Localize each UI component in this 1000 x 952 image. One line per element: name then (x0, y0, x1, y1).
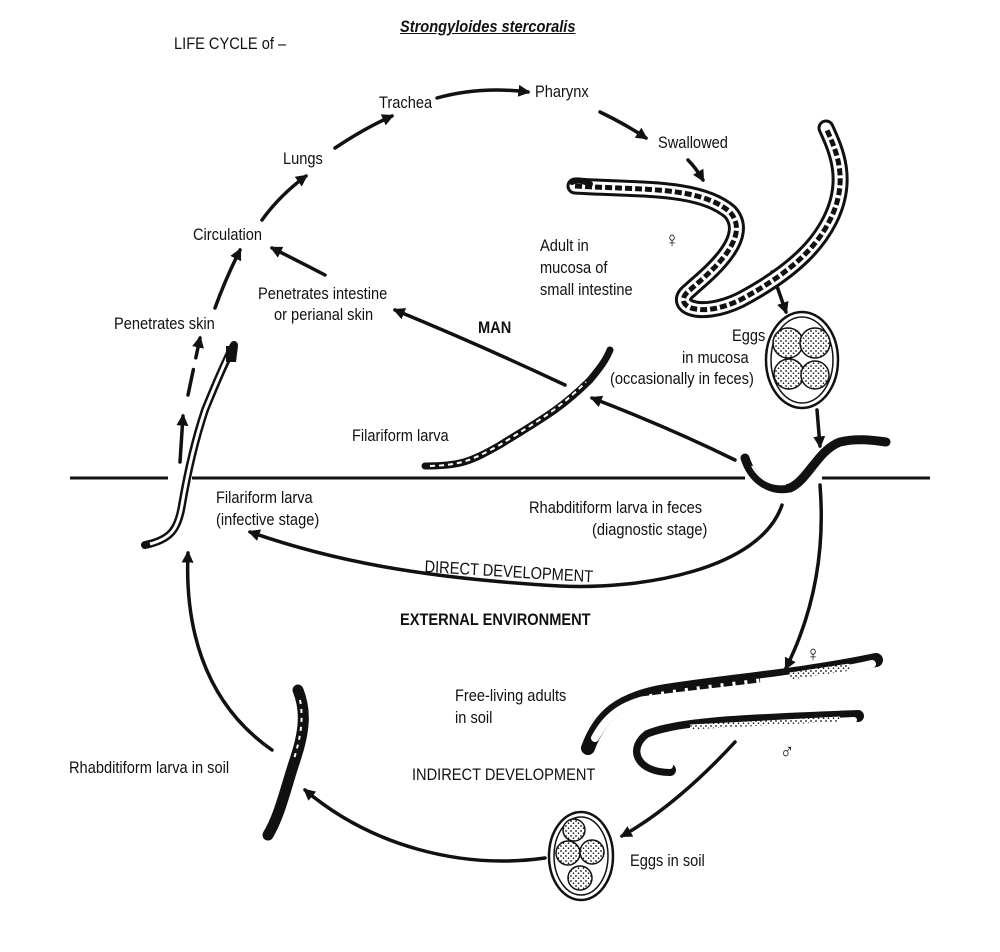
label-external-environment: EXTERNAL ENVIRONMENT (400, 610, 591, 629)
arrow-lungs-to-trachea (333, 114, 395, 150)
label-adult-line3: small intestine (540, 280, 633, 299)
label-penetrates-skin: Penetrates skin (114, 314, 215, 333)
label-adult-line2: mucosa of (540, 258, 608, 277)
arrow-eggs-to-rhabditiform-soil (303, 788, 547, 863)
adult-female-worm (566, 119, 849, 319)
eggs-in-soil (547, 810, 615, 902)
arrow-eggs-to-rhabditiform (813, 408, 826, 449)
female-symbol-adult: ♀ (665, 227, 680, 252)
male-symbol-free-living: ♂ (780, 739, 795, 764)
rhabditiform-larva-soil (262, 684, 309, 841)
label-indirect-development: INDIRECT DEVELOPMENT (412, 765, 596, 784)
filariform-larva-infective (141, 341, 238, 549)
female-symbol-free-living: ♀ (806, 641, 821, 666)
eggs-in-mucosa (764, 310, 840, 410)
arrow-larva-to-penetrates-skin (186, 335, 204, 397)
label-swallowed: Swallowed (658, 133, 728, 152)
arrow-circulation-to-lungs (260, 174, 308, 222)
arrow-autoinfection-to-intestine (392, 308, 567, 387)
label-adult-line1: Adult in (540, 236, 589, 255)
label-eggs-mucosa-line3: (occasionally in feces) (610, 369, 754, 388)
label-penetrates-intestine-line2: or perianal skin (274, 305, 374, 324)
label-man: MAN (478, 318, 512, 337)
label-rhabditiform-feces-line1: Rhabditiform larva in feces (529, 498, 703, 517)
environment-arrows (181, 483, 824, 863)
rhabditiform-larva-feces (740, 435, 891, 494)
filariform-larva-host (421, 346, 614, 470)
label-lungs: Lungs (283, 149, 323, 168)
label-eggs-mucosa-line2: in mucosa (682, 348, 749, 367)
label-trachea: Trachea (379, 93, 433, 112)
label-rhabditiform-soil: Rhabditiform larva in soil (69, 758, 230, 777)
arrow-rhabditiform-to-filariform (589, 395, 737, 462)
arrow-up-short (176, 413, 189, 464)
free-living-male-worm (633, 710, 864, 776)
arrow-intestine-to-circulation (269, 246, 327, 277)
arrow-swallowed-to-adult (686, 158, 705, 183)
label-rhabditiform-feces-line2: (diagnostic stage) (592, 520, 708, 539)
arrow-pharynx-to-swallowed (598, 110, 648, 140)
free-living-female-worm (581, 653, 883, 755)
title-prefix: LIFE CYCLE of – (174, 34, 287, 53)
label-eggs-soil: Eggs in soil (630, 851, 705, 870)
label-free-living-line1: Free-living adults (455, 686, 567, 705)
label-filariform-infective-line2: (infective stage) (216, 510, 320, 529)
label-eggs-mucosa-line1: Eggs (732, 326, 766, 345)
label-free-living-line2: in soil (455, 708, 493, 727)
title-species: Strongyloides stercoralis (400, 17, 576, 36)
label-pharynx: Pharynx (535, 82, 589, 101)
arrow-to-free-living (784, 483, 824, 671)
arrow-direct-development (247, 503, 784, 589)
arrow-rhabditiform-soil-to-filariform (181, 550, 274, 752)
label-penetrates-intestine-line1: Penetrates intestine (258, 284, 388, 303)
arrow-adults-to-eggs-soil (619, 740, 737, 838)
arrow-skin-to-circulation (213, 247, 242, 310)
label-filariform-larva: Filariform larva (352, 426, 449, 445)
label-filariform-infective-line1: Filariform larva (216, 488, 313, 507)
label-circulation: Circulation (193, 225, 263, 244)
arrow-trachea-to-pharynx (435, 84, 531, 100)
